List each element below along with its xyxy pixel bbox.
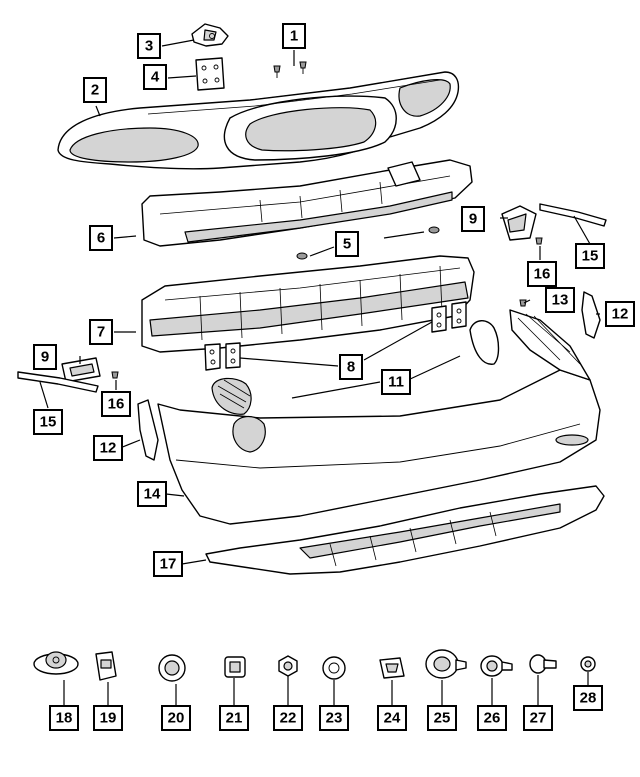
part-8-plates [204, 301, 467, 371]
callout-13: 13 [545, 287, 575, 313]
part-26-screw [480, 655, 513, 677]
callout-26: 26 [477, 705, 507, 731]
part-25-screw-washer [425, 649, 467, 679]
part-28-screw [580, 656, 596, 672]
callout-15-left: 15 [33, 409, 63, 435]
callout-1: 1 [282, 23, 306, 49]
svg-text:2: 2 [91, 82, 99, 99]
callout-22: 22 [273, 705, 303, 731]
part-24-clip [379, 657, 405, 679]
callout-16-right: 16 [527, 261, 557, 287]
callout-9-left: 9 [33, 344, 57, 370]
part-17-lower-diffuser [205, 485, 605, 575]
svg-text:15: 15 [40, 414, 57, 431]
part-16-clip-right [535, 237, 543, 245]
part-3-bracket [191, 23, 229, 47]
callout-16-left: 16 [101, 391, 131, 417]
svg-text:26: 26 [484, 710, 501, 727]
callout-6: 6 [89, 225, 113, 251]
svg-text:14: 14 [144, 486, 161, 503]
svg-text:20: 20 [168, 710, 185, 727]
part-14-fascia-cover [157, 309, 601, 525]
svg-text:6: 6 [97, 230, 105, 247]
callout-25: 25 [427, 705, 457, 731]
callout-20: 20 [161, 705, 191, 731]
part-9-bracket-right [501, 205, 537, 241]
svg-text:7: 7 [97, 324, 105, 341]
callout-24: 24 [377, 705, 407, 731]
svg-text:9: 9 [469, 211, 477, 228]
callout-18: 18 [49, 705, 79, 731]
svg-text:4: 4 [151, 69, 160, 86]
callout-9-right: 9 [461, 206, 485, 232]
part-1-clips [273, 61, 307, 78]
svg-text:16: 16 [108, 396, 125, 413]
callout-21: 21 [219, 705, 249, 731]
part-13-clip [519, 299, 527, 307]
svg-text:24: 24 [384, 710, 401, 727]
part-19-nut-clip [95, 651, 117, 681]
leader-lines [39, 39, 600, 706]
callout-27: 27 [523, 705, 553, 731]
svg-text:21: 21 [226, 710, 243, 727]
part-21-square-nut [224, 656, 246, 678]
part-20-grommet [158, 654, 186, 682]
part-18-fastener [33, 651, 79, 675]
callout-14: 14 [137, 481, 167, 507]
svg-text:15: 15 [582, 248, 599, 265]
callout-4: 4 [143, 64, 167, 90]
part-11-vent-inserts [211, 320, 500, 415]
svg-text:23: 23 [326, 710, 343, 727]
callout-23: 23 [319, 705, 349, 731]
part-6-upper-absorber [141, 159, 473, 247]
svg-text:12: 12 [100, 440, 117, 457]
part-12-reflector-right [581, 291, 601, 339]
svg-text:3: 3 [145, 38, 153, 55]
svg-text:11: 11 [388, 374, 404, 391]
svg-text:18: 18 [56, 710, 73, 727]
callout-28: 28 [573, 685, 603, 711]
part-27-bolt [529, 654, 557, 674]
callout-15-right: 15 [575, 243, 605, 269]
part-4-plate [195, 57, 225, 91]
part-22-hex-nut [278, 655, 298, 677]
svg-text:19: 19 [100, 710, 117, 727]
part-15-strip-right [539, 203, 607, 227]
svg-text:16: 16 [534, 266, 551, 283]
part-5-clips [296, 226, 440, 260]
svg-text:17: 17 [160, 556, 177, 573]
callout-7: 7 [89, 319, 113, 345]
part-16-clip-left [111, 371, 119, 379]
svg-text:1: 1 [290, 28, 298, 45]
svg-text:5: 5 [343, 236, 351, 253]
svg-text:8: 8 [347, 359, 355, 376]
part-12-reflector-left [137, 399, 159, 461]
callout-12-right: 12 [605, 301, 635, 327]
callout-8: 8 [339, 354, 363, 380]
part-2-upper-fascia [57, 71, 460, 170]
part-7-reinforcement-beam [141, 255, 475, 353]
callout-2: 2 [83, 77, 107, 103]
svg-text:22: 22 [280, 710, 297, 727]
callout-3: 3 [137, 33, 161, 59]
svg-text:12: 12 [612, 306, 629, 323]
svg-text:13: 13 [552, 292, 569, 309]
svg-text:27: 27 [530, 710, 547, 727]
callout-5: 5 [335, 231, 359, 257]
part-23-push-nut [322, 656, 346, 680]
svg-text:9: 9 [41, 349, 49, 366]
part-15-strip-left [17, 371, 99, 393]
callout-19: 19 [93, 705, 123, 731]
callout-12-left: 12 [93, 435, 123, 461]
callout-11: 11 [381, 369, 411, 395]
svg-text:25: 25 [434, 710, 451, 727]
callout-17: 17 [153, 551, 183, 577]
part-9-bracket-left [61, 357, 101, 383]
svg-text:28: 28 [580, 690, 597, 707]
